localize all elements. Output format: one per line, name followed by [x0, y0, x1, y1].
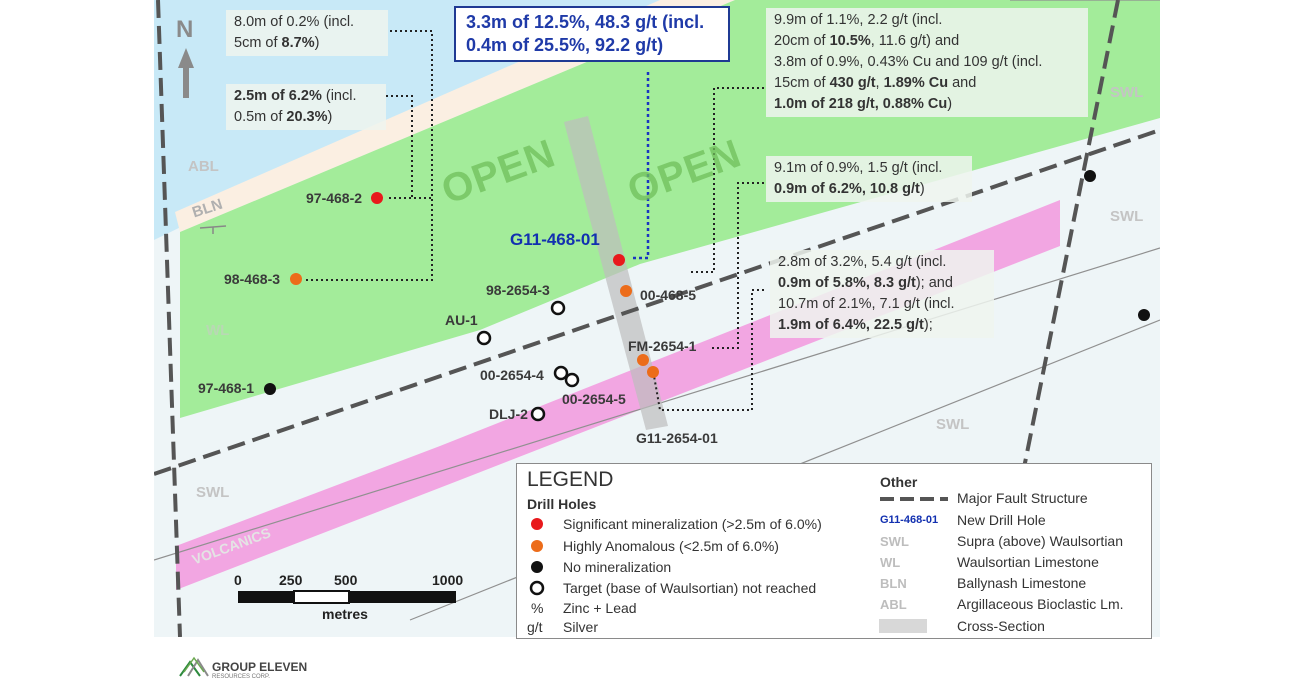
hole-label-97-468-1: 97-468-1 [198, 380, 255, 396]
legend-drill-holes-heading: Drill Holes [527, 496, 597, 512]
legend-item-anomalous: Highly Anomalous (<2.5m of 6.0%) [563, 538, 779, 554]
hole-label-dlj-2: DLJ-2 [489, 406, 528, 422]
hole-dlj-2-marker[interactable] [530, 406, 546, 422]
unit-label-abl: ABL [188, 158, 219, 175]
legend-anomalous-icon [531, 540, 543, 552]
scale-tick-250: 250 [279, 572, 303, 588]
leader-g11-2654-01 [653, 289, 764, 411]
legend-item-target: Target (base of Waulsortian) not reached [563, 580, 817, 596]
legend-other-abl: Argillaceous Bioclastic Lm. [957, 596, 1124, 612]
hole-97-468-1-marker[interactable] [264, 383, 276, 395]
no-mineralization-marker-1[interactable] [1084, 170, 1096, 182]
legend-symbols [529, 518, 545, 596]
hole-label-97-468-2: 97-468-2 [306, 190, 363, 206]
no-mineralization-marker-2[interactable] [1138, 309, 1150, 321]
legend-item-significant: Significant mineralization (>2.5m of 6.0… [563, 516, 822, 532]
unit-label-wl: WL [206, 322, 230, 339]
legend-other-fault: Major Fault Structure [957, 490, 1088, 506]
leader-97-468-2 [388, 30, 433, 199]
assay-annotation-00-468-5: 9.9m of 1.1%, 2.2 g/t (incl. 20cm of 10.… [766, 8, 1088, 117]
leader-00-468-5 [688, 87, 764, 273]
hole-label-98-468-3: 98-468-3 [224, 271, 281, 287]
assay-annotation-97-468-2: 8.0m of 0.2% (incl. 5cm of 8.7%) [226, 10, 388, 56]
legend-other-new-hole: New Drill Hole [957, 512, 1046, 528]
legend-fault-icon [880, 497, 948, 501]
legend-code-swl: SWL [880, 534, 909, 549]
hole-00-468-5-marker[interactable] [620, 285, 632, 297]
hole-label-g11-468-01: G11-468-01 [510, 230, 600, 249]
scale-tick-1000: 1000 [432, 572, 464, 588]
legend-pct-symbol: % [531, 600, 544, 616]
legend-other-heading: Other [880, 474, 918, 490]
scale-unit: metres [322, 606, 368, 622]
legend-other-wl: Waulsortian Limestone [957, 554, 1099, 570]
cross-section-band [564, 116, 668, 430]
drill-hole-symbols [264, 170, 1150, 422]
hole-98-468-3-marker[interactable] [290, 273, 302, 285]
assay-annotation-fm-2654-1: 9.1m of 0.9%, 1.5 g/t (incl. 0.9m of 6.2… [766, 156, 972, 202]
scale-tick-0: 0 [234, 572, 242, 588]
legend-significant-icon [531, 518, 543, 530]
hole-98-2654-3-marker[interactable] [550, 300, 566, 316]
unit-label-swl-right-mid: SWL [1110, 208, 1144, 225]
hole-97-468-2-marker[interactable] [371, 192, 383, 204]
legend-gt-symbol: g/t [527, 619, 543, 635]
hole-label-g11-2654-01: G11-2654-01 [636, 430, 718, 446]
hole-00-2654-5-marker[interactable] [564, 372, 580, 388]
north-label: N [176, 16, 194, 43]
group-eleven-logo-mark [179, 656, 209, 677]
hole-label-fm-2654-1: FM-2654-1 [628, 338, 697, 354]
leader-98-468-3 [306, 198, 433, 281]
legend-other-bln: Ballynash Limestone [957, 575, 1087, 591]
legend-cross-section-swatch [879, 619, 927, 633]
hole-g11-2654-01-marker[interactable] [647, 366, 659, 378]
assay-annotation-2: 2.5m of 6.2% (incl. 0.5m of 20.3%) [226, 84, 386, 130]
hole-label-00-2654-4: 00-2654-4 [480, 367, 544, 383]
hole-label-au-1: AU-1 [445, 312, 478, 328]
legend-code-wl: WL [880, 555, 901, 570]
legend-other-swl: Supra (above) Waulsortian [957, 533, 1124, 549]
legend-other-cross-section: Cross-Section [957, 618, 1045, 634]
legend-pct-label: Zinc + Lead [563, 600, 637, 616]
legend-code-bln: BLN [880, 576, 907, 591]
hole-label-00-2654-5: 00-2654-5 [562, 391, 626, 407]
hole-g11-468-01-marker[interactable] [613, 254, 625, 266]
major-fault-right [988, 0, 1120, 637]
major-fault-left [156, 0, 182, 637]
assay-annotation-g11-468-01: 3.3m of 12.5%, 48.3 g/t (incl. 0.4m of 2… [454, 6, 730, 62]
scale-bar [238, 590, 456, 604]
legend-panel: LEGEND Drill Holes Significant mineraliz… [516, 463, 1152, 639]
legend-item-none: No mineralization [563, 559, 672, 575]
unit-label-swl-right-top: SWL [1110, 84, 1144, 101]
leader-2 [386, 95, 413, 198]
legend-code-abl: ABL [880, 597, 907, 612]
scale-tick-500: 500 [334, 572, 358, 588]
legend-title: LEGEND [527, 468, 614, 491]
north-arrow [178, 48, 194, 98]
hole-label-00-468-5: 00-468-5 [640, 287, 697, 303]
legend-gt-label: Silver [563, 619, 599, 635]
legend-target-icon [529, 580, 545, 596]
leader-g11-468-01 [630, 72, 650, 260]
unit-label-swl-mid: SWL [936, 416, 970, 433]
leader-fm-2654-1 [710, 182, 764, 349]
hole-00-2654-4-marker[interactable] [553, 365, 569, 381]
unit-label-swl-left: SWL [196, 484, 230, 501]
hole-au-1-marker[interactable] [476, 330, 492, 346]
legend-code-new-hole: G11-468-01 [880, 514, 939, 526]
hole-label-98-2654-3: 98-2654-3 [486, 282, 550, 298]
hole-fm-2654-1-marker[interactable] [637, 354, 649, 366]
legend-none-icon [531, 561, 543, 573]
assay-annotation-g11-2654-01: 2.8m of 3.2%, 5.4 g/t (incl. 0.9m of 5.8… [770, 250, 994, 338]
company-logo-sub: RESOURCES CORP. [212, 674, 270, 680]
company-logo-name: GROUP ELEVEN [212, 660, 308, 674]
major-fault-central [154, 128, 1160, 476]
